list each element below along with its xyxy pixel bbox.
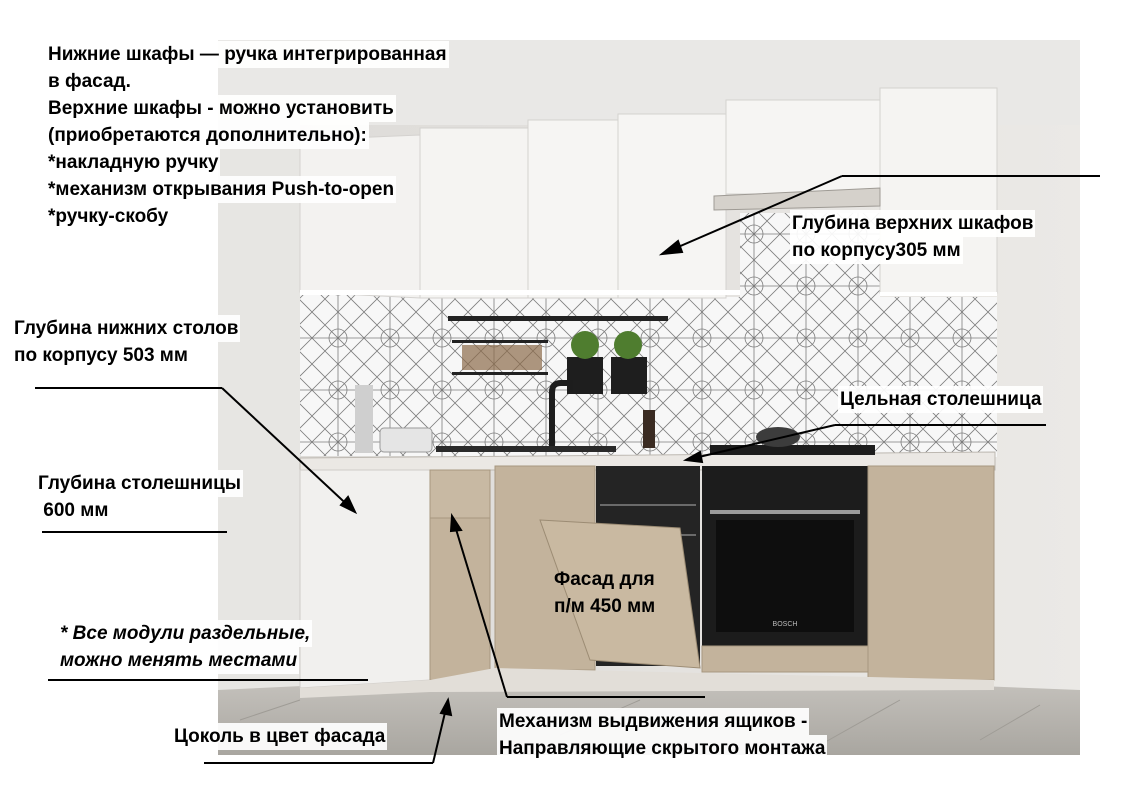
lower-cabinets [299,465,995,698]
lower-depth-label: Глубина нижних столов по корпусу 503 мм [12,315,241,369]
handles-note: Нижние шкафы — ручка интегрированная в ф… [46,41,449,230]
upper-depth-label: Глубина верхних шкафов по корпусу305 мм [790,210,1036,264]
tile-backsplash [432,297,997,457]
upper-cabinets [299,87,998,299]
plinth-label: Цоколь в цвет фасада [172,723,388,750]
drawer-mechanism-label: Механизм выдвижения ящиков - Направляющи… [497,708,828,762]
dishwasher-facade-label: Фасад для п/м 450 мм [554,569,656,617]
range-hood [713,187,881,211]
sink-faucet [355,380,616,453]
solid-countertop-label: Цельная столешница [838,386,1044,413]
kitchen-rail [448,316,668,394]
modules-note: * Все модули раздельные, можно менять ме… [58,620,313,674]
countertop-depth-label: Глубина столешницы 600 мм [36,470,243,524]
annotation-lines [35,175,1100,764]
countertop [299,410,996,471]
oven-brand: BOSCH [773,621,798,628]
